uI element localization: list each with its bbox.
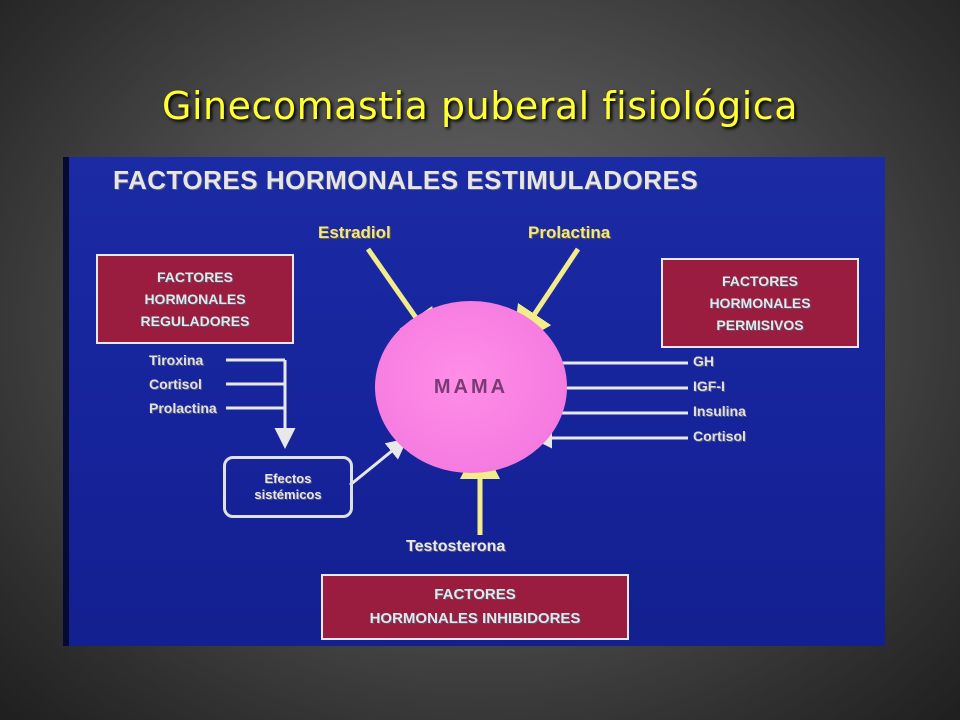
- permissive-list: GH IGF-I Insulina Cortisol: [693, 349, 746, 449]
- box-inhibitors-line: FACTORES: [434, 586, 516, 603]
- box-permissive-line: FACTORES: [722, 273, 798, 289]
- box-regulators-line: FACTORES: [157, 269, 233, 285]
- permissive-item: Cortisol: [693, 428, 746, 444]
- center-node-mama: MAMA: [375, 301, 567, 473]
- slide-title: Ginecomastia puberal fisiológica: [162, 84, 798, 128]
- box-permissive-line: PERMISIVOS: [716, 317, 804, 333]
- regulator-item: Cortisol: [149, 376, 202, 392]
- center-label: MAMA: [433, 375, 509, 398]
- permissive-arrows: [531, 352, 688, 449]
- box-permissive: FACTORES HORMONALES PERMISIVOS: [661, 258, 859, 348]
- box-regulators-line: HORMONALES: [144, 291, 246, 307]
- permissive-item: GH: [693, 353, 714, 369]
- box-inhibitors-line: HORMONALES INHIBIDORES: [369, 610, 581, 627]
- regulator-item: Prolactina: [149, 400, 217, 416]
- systemic-effects-line: sistémicos: [254, 487, 322, 502]
- box-permissive-line: HORMONALES: [709, 295, 811, 311]
- label-testosterona: Testosterona: [406, 538, 506, 555]
- diagram-heading: FACTORES HORMONALES ESTIMULADORES: [113, 165, 699, 195]
- regulators-list: Tiroxina Cortisol Prolactina: [149, 348, 217, 420]
- label-estradiol: Estradiol: [318, 223, 391, 242]
- box-regulators-line: REGULADORES: [140, 313, 250, 329]
- box-regulators: FACTORES HORMONALES REGULADORES: [96, 254, 294, 344]
- diagram-panel: FACTORES HORMONALES ESTIMULADORES Estrad…: [63, 157, 885, 646]
- box-systemic-effects: Efectos sistémicos: [223, 456, 353, 518]
- regulator-item: Tiroxina: [149, 352, 204, 368]
- systemic-effects-line: Efectos: [264, 471, 312, 486]
- permissive-item: IGF-I: [693, 378, 725, 394]
- regulators-bracket: [226, 358, 296, 449]
- label-prolactina-stimulator: Prolactina: [528, 223, 611, 242]
- arrow-efectos-to-mama: [349, 438, 408, 487]
- box-inhibitors: FACTORES HORMONALES INHIBIDORES: [321, 574, 629, 640]
- permissive-item: Insulina: [693, 403, 746, 419]
